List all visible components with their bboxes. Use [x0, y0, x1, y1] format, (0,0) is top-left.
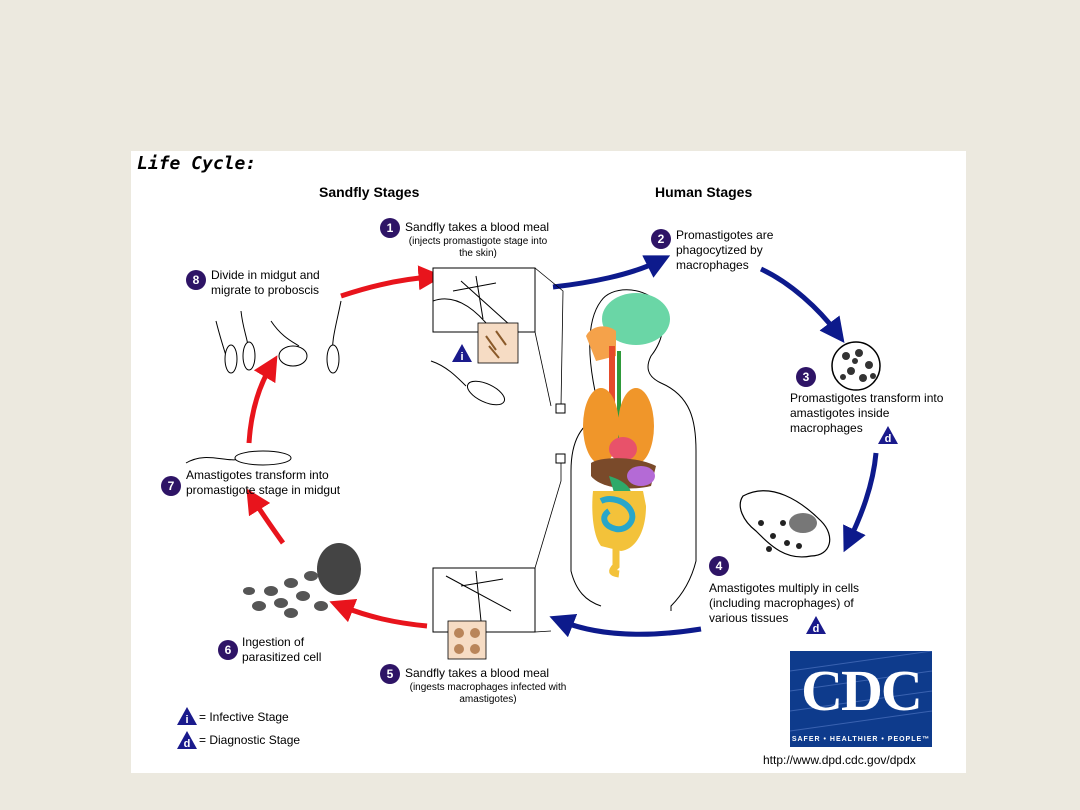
step-7-number: 7: [161, 476, 181, 496]
arrow-1-to-2: [552, 255, 671, 290]
step-5-subtext: (ingests macrophages infected with amast…: [409, 682, 567, 705]
legend-diagnostic-label: = Diagnostic Stage: [199, 733, 301, 747]
step-7-text: Amastigotes transform into promastigote …: [186, 468, 341, 497]
arrow-2-to-3: [759, 266, 845, 343]
diagram-artwork: [185, 255, 881, 660]
step-8-text: Divide in midgut and migrate to probosci…: [211, 268, 320, 297]
arrow-6-to-7: [246, 488, 286, 545]
source-url: http://www.dpd.cdc.gov/dpdx: [763, 753, 916, 767]
svg-text:d: d: [813, 623, 820, 635]
step-1-subtext: (injects promastigote stage into the ski…: [408, 236, 548, 259]
human-body: [570, 289, 697, 611]
diagram-title: Life Cycle:: [137, 153, 257, 174]
cdc-logo: CDC SAFER • HEALTHIER • PEOPLE™: [790, 651, 932, 747]
arrow-7-to-8: [246, 355, 278, 444]
midgut-amastigote: [185, 450, 292, 466]
step-6-text: Ingestion of parasitized cell: [242, 635, 322, 664]
svg-text:i: i: [460, 351, 463, 363]
step-2-text: Promastigotes are phagocytized by macrop…: [676, 228, 774, 272]
step-6-number: 6: [218, 640, 238, 660]
legend-infective-icon: i: [176, 706, 198, 731]
step-3-text: Promastigotes transform into amastigotes…: [790, 391, 944, 435]
svg-text:i: i: [185, 714, 188, 726]
arrow-8-to-1: [340, 265, 444, 299]
step-8-number: 8: [186, 270, 206, 290]
step-4-number: 4: [709, 556, 729, 576]
infective-stage-marker: i: [451, 343, 473, 368]
legend-infective-label: = Infective Stage: [199, 710, 289, 724]
step-5-text: Sandfly takes a blood meal: [405, 666, 550, 680]
arrow-3-to-4: [843, 452, 879, 553]
svg-text:d: d: [184, 738, 191, 750]
step-5-number: 5: [380, 664, 400, 684]
arrow-5-to-6: [329, 598, 428, 629]
ingested-cells: [243, 543, 361, 618]
step-4-text: Amastigotes multiply in cells (including…: [709, 581, 860, 625]
svg-text:d: d: [885, 433, 892, 445]
step-1-text: Sandfly takes a blood meal: [405, 220, 550, 234]
life-cycle-diagram: Life Cycle: Sandfly Stages Human Stages …: [131, 151, 966, 773]
cdc-logo-tagline: SAFER • HEALTHIER • PEOPLE™: [791, 736, 931, 743]
diagnostic-marker-step-4: d: [805, 615, 827, 640]
cdc-logo-letters: CDC: [801, 658, 923, 723]
infected-tissue-cell: [739, 490, 831, 558]
legend-diagnostic-icon: d: [176, 730, 198, 755]
promastigotes-proboscis: [215, 300, 342, 374]
human-stages-header: Human Stages: [655, 184, 753, 200]
sandfly-stages-header: Sandfly Stages: [319, 184, 420, 200]
sandfly-panel-top: [432, 267, 536, 364]
step-1-number: 1: [380, 218, 400, 238]
step-3-number: 3: [796, 367, 816, 387]
promastigote-cell: [430, 360, 506, 406]
sandfly-panel-bottom: [432, 567, 536, 660]
macrophage-cell: [831, 341, 881, 391]
arrow-4-to-5: [549, 614, 702, 638]
diagnostic-marker-step-3: d: [877, 425, 899, 450]
step-2-number: 2: [651, 229, 671, 249]
